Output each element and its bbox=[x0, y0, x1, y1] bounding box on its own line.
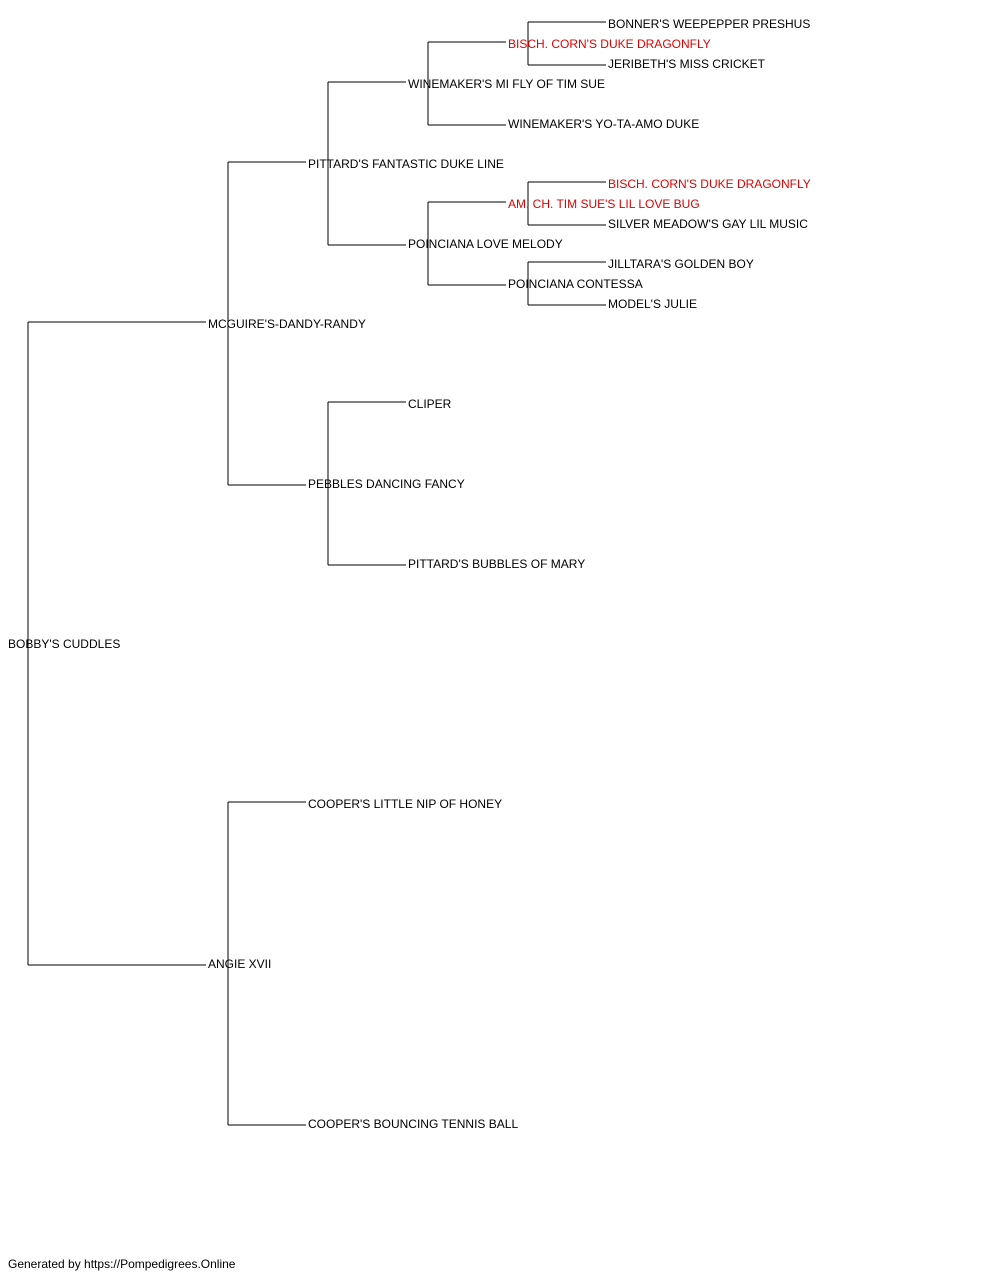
dog-sssd: WINEMAKER'S YO-TA-AMO DUKE bbox=[508, 117, 700, 131]
dog-ssdds: JILLTARA'S GOLDEN BOY bbox=[608, 257, 754, 271]
dog-sire-dam: PEBBLES DANCING FANCY bbox=[308, 477, 465, 491]
dog-ssssd: JERIBETH'S MISS CRICKET bbox=[608, 57, 765, 71]
dog-dam-sire: COOPER'S LITTLE NIP OF HONEY bbox=[308, 797, 503, 811]
dog-sss: WINEMAKER'S MI FLY OF TIM SUE bbox=[408, 77, 605, 91]
dog-dam-dam: COOPER'S BOUNCING TENNIS BALL bbox=[308, 1117, 519, 1131]
dog-subject: BOBBY'S CUDDLES bbox=[8, 637, 121, 651]
dog-ssds: AM. CH. TIM SUE'S LIL LOVE BUG bbox=[508, 197, 700, 211]
dog-ssdss: BISCH. CORN'S DUKE DRAGONFLY bbox=[608, 177, 811, 191]
dog-ssdsd: SILVER MEADOW'S GAY LIL MUSIC bbox=[608, 217, 808, 231]
dog-ssd: POINCIANA LOVE MELODY bbox=[408, 237, 563, 251]
footer-credit: Generated by https://Pompedigrees.Online bbox=[8, 1257, 236, 1271]
dog-sdd: PITTARD'S BUBBLES OF MARY bbox=[408, 557, 586, 571]
dog-ssdd: POINCIANA CONTESSA bbox=[508, 277, 643, 291]
dog-sire-sire: PITTARD'S FANTASTIC DUKE LINE bbox=[308, 157, 504, 171]
dog-sds: CLIPER bbox=[408, 397, 452, 411]
dog-ssddd: MODEL'S JULIE bbox=[608, 297, 697, 311]
dog-sire: MCGUIRE'S-DANDY-RANDY bbox=[208, 317, 366, 331]
dog-dam: ANGIE XVII bbox=[208, 957, 272, 971]
dog-ssss: BISCH. CORN'S DUKE DRAGONFLY bbox=[508, 37, 711, 51]
dog-sssss: BONNER'S WEEPEPPER PRESHUS bbox=[608, 17, 811, 31]
